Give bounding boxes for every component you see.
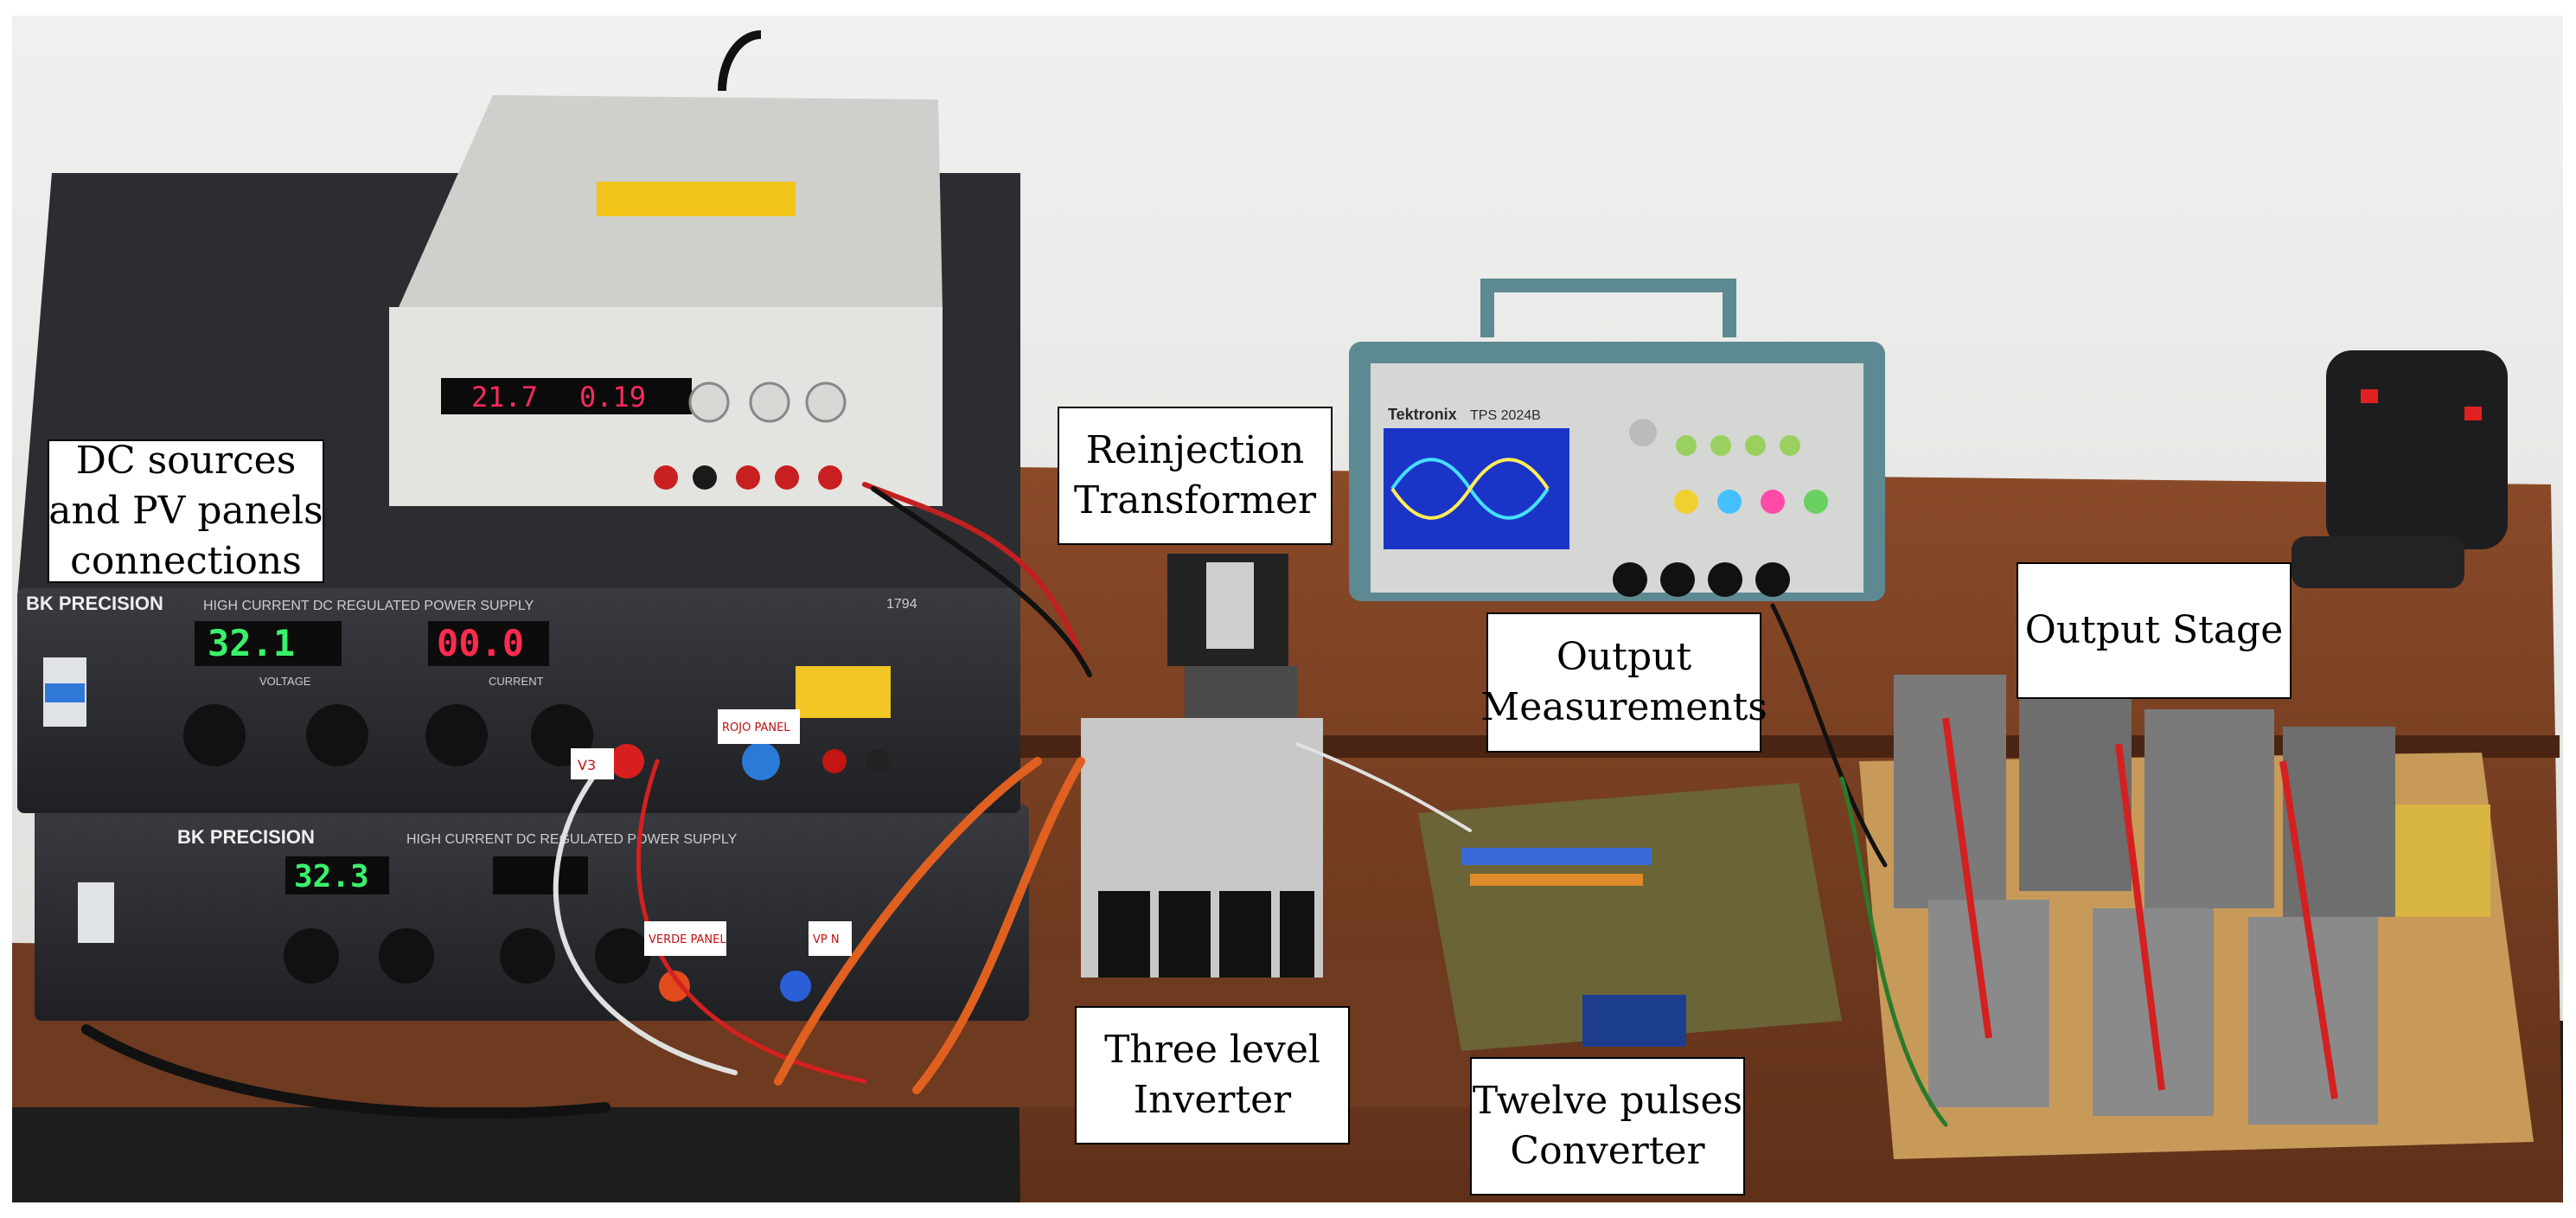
scope-model: TPS 2024B <box>1470 408 1541 423</box>
label-reinjection-transformer: Reinjection Transformer <box>1058 407 1333 545</box>
label-three-level-line1: Three level <box>1104 1028 1320 1072</box>
label-dc-sources: DC sources and PV panels connections <box>48 439 324 583</box>
label-output-stage-line1: Output Stage <box>2024 608 2284 652</box>
label-twelve-pulses-converter: Twelve pulses Converter <box>1470 1057 1745 1196</box>
bk-upper-voltage: 32.1 <box>208 622 295 664</box>
scope-brand: Tektronix <box>1388 406 1457 423</box>
bk-upper-model: 1794 <box>886 597 917 612</box>
oscilloscope: Tektronix TPS 2024B <box>1349 279 1885 601</box>
label-dc-sources-line3: connections <box>70 539 302 583</box>
label-reinjection-line1: Reinjection <box>1085 428 1305 472</box>
bk-lower-psu: BK PRECISION HIGH CURRENT DC REGULATED P… <box>35 805 1029 1021</box>
tag-rojo: ROJO PANEL <box>722 721 790 734</box>
tag-v3: V3 <box>578 757 596 773</box>
keysight-volts: 21.7 <box>471 381 538 413</box>
label-three-level-inverter: Three level Inverter <box>1075 1006 1350 1144</box>
bk-upper-current-label: CURRENT <box>489 675 544 688</box>
label-output-meas-line1: Output <box>1556 635 1692 679</box>
keysight-psu: 21.7 0.19 <box>389 30 943 506</box>
twelve-pulse-pcb <box>1418 783 1842 1051</box>
label-reinjection-line2: Transformer <box>1073 478 1317 522</box>
keysight-amps: 0.19 <box>579 381 646 413</box>
tag-vp: VP N <box>813 933 840 946</box>
bk-lower-title: HIGH CURRENT DC REGULATED POWER SUPPLY <box>406 832 738 847</box>
output-stage-assembly <box>1859 675 2534 1159</box>
bk-upper-brand: BK PRECISION <box>26 593 163 614</box>
label-twelve-pulses-line1: Twelve pulses <box>1472 1079 1743 1123</box>
label-output-measurements: Output Measurements <box>1480 612 1767 753</box>
bk-upper-current: 00.0 <box>437 622 524 664</box>
label-three-level-line2: Inverter <box>1133 1078 1292 1122</box>
label-twelve-pulses-line2: Converter <box>1510 1129 1705 1173</box>
tag-verde: VERDE PANEL <box>649 933 726 946</box>
label-output-meas-line2: Measurements <box>1480 685 1767 729</box>
bk-upper-title: HIGH CURRENT DC REGULATED POWER SUPPLY <box>203 599 534 613</box>
label-dc-sources-line2: and PV panels <box>48 489 323 533</box>
power-tower <box>2292 350 2508 588</box>
label-output-stage: Output Stage <box>2017 562 2292 699</box>
bk-upper-voltage-label: VOLTAGE <box>259 675 311 688</box>
label-dc-sources-line1: DC sources <box>75 439 297 483</box>
transformer-assembly <box>1081 554 1323 978</box>
bk-lower-brand: BK PRECISION <box>177 826 315 848</box>
cable-tags: V3 ROJO PANEL VERDE PANEL VP N <box>571 709 852 956</box>
cables <box>81 482 1948 1127</box>
bk-lower-voltage: 32.3 <box>294 859 369 894</box>
